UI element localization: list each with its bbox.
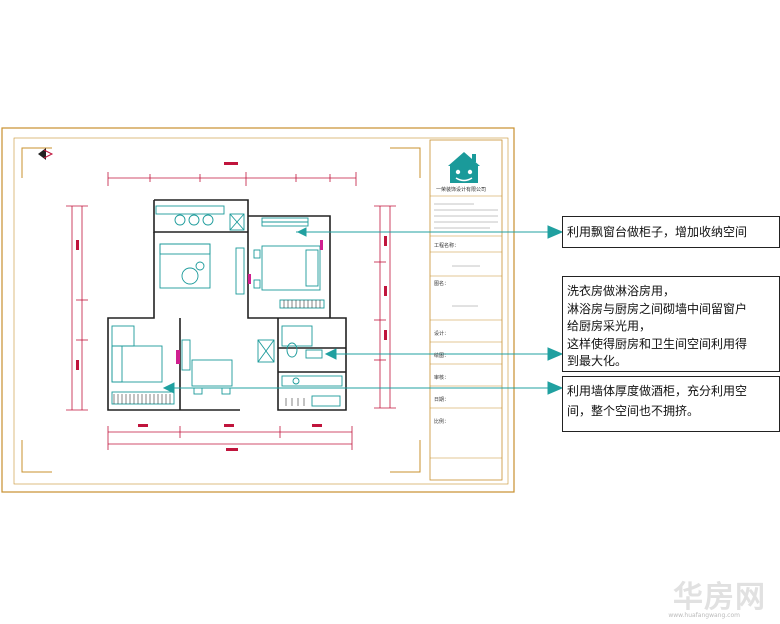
scale-field: 比例： [434,419,450,425]
annotation-line: 利用飘窗台做柜子，增加收纳空间 [567,225,748,239]
project-label: 工程名称： [434,243,460,249]
company-name: 一荣装饰设计有限公司 [436,187,487,193]
checker-field: 审核： [434,375,450,381]
annotation-line: 淋浴房与厨房之间砌墙中间留窗户 [567,301,748,316]
designer-field: 设计： [434,331,450,337]
annotation-wine-cabinet: 利用墙体厚度做酒柜，充分利用空 间，整个空间也不拥挤。 [562,376,780,432]
annotation-line: 洗衣房做淋浴房用， [567,284,676,298]
watermark-logo: 华房网 [673,580,766,615]
leader-arrows [162,225,564,395]
north-arrow-icon [38,148,54,160]
drafter-field: 绘图： [434,353,450,359]
sheet-outer-frame [1,127,515,493]
title-block [429,139,503,481]
annotation-bay-window: 利用飘窗台做柜子，增加收纳空间 [562,216,780,248]
annotation-line: 利用墙体厚度做酒柜，充分利用空 [567,384,748,398]
drawing-label: 图名： [434,281,450,287]
date-field: 日期： [434,397,450,403]
annotation-line: 间，整个空间也不拥挤。 [567,404,700,418]
corner-marks [21,147,421,473]
magenta-accents [176,240,323,364]
sheet-inner-frame [13,137,509,485]
annotation-line: 到最大化。 [567,354,628,368]
watermark-url: www.huafangwang.com [668,612,740,619]
dimension-lines [66,172,396,450]
annotation-laundry-shower: 洗衣房做淋浴房用， 淋浴房与厨房之间砌墙中间留窗户 给厨房采光用， 这样使得厨房… [562,276,780,372]
furniture [111,205,343,407]
dimension-tick-marks [76,162,387,451]
annotation-line: 给厨房采光用， [567,319,652,333]
house-logo-icon [448,152,480,183]
hatched-strips [113,300,321,406]
annotation-line: 这样使得厨房和卫生间空间利用得 [567,336,748,351]
